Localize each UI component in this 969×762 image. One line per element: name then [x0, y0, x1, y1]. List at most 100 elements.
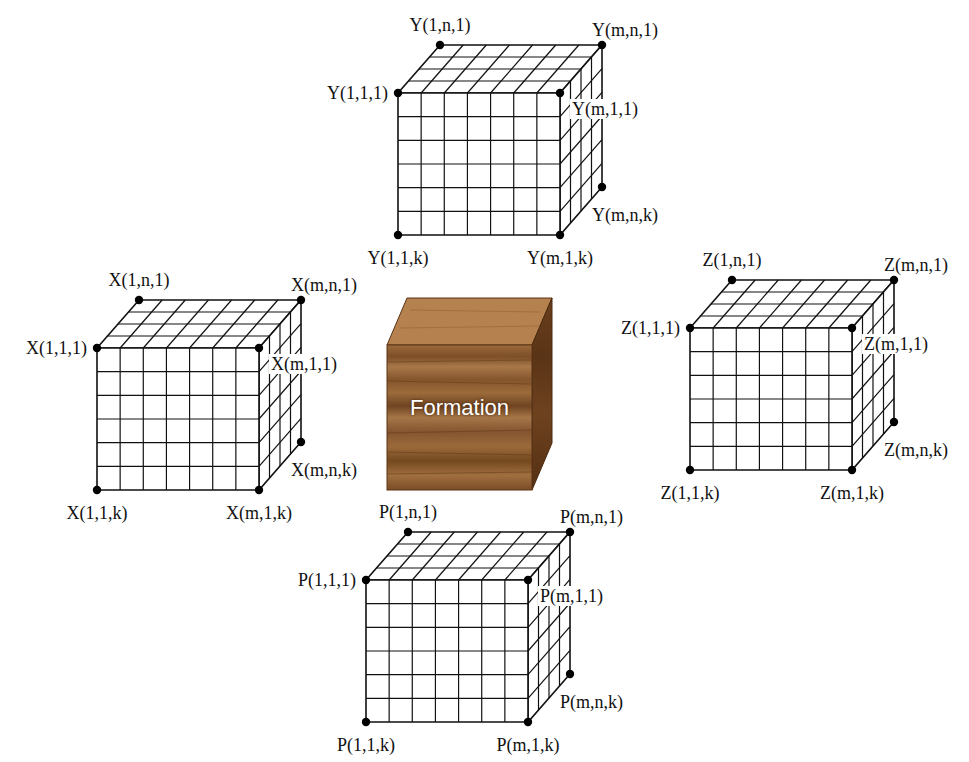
corner-label: Y(1,1,k)	[366, 248, 431, 268]
grid-line	[560, 140, 602, 188]
wood-grain	[387, 310, 540, 474]
grid-line	[398, 187, 560, 188]
grid-line	[690, 375, 852, 376]
corner-label: Y(1,n,1)	[408, 15, 473, 35]
grid-line	[701, 315, 863, 316]
corner-label: P(1,n,1)	[377, 502, 439, 522]
corner-dot	[598, 183, 606, 191]
grid-line	[711, 303, 873, 304]
corner-label: X(1,1,1)	[24, 338, 89, 358]
grid-line	[398, 543, 560, 544]
grid-line	[722, 291, 884, 292]
corner-dot	[93, 486, 101, 494]
corner-dot	[728, 276, 736, 284]
grid-line	[398, 140, 560, 141]
formation-block	[387, 298, 552, 490]
grid-line	[129, 311, 291, 312]
corner-dot	[255, 486, 263, 494]
corner-label: Y(1,1,1)	[325, 83, 390, 103]
corner-dot	[686, 466, 694, 474]
corner-label: X(m,n,1)	[289, 275, 359, 295]
corner-label: P(m,1,k)	[495, 735, 562, 755]
corner-dot	[890, 418, 898, 426]
grid-line	[366, 650, 528, 651]
grid-line	[398, 116, 560, 117]
grid-cube	[362, 528, 574, 726]
corner-dot	[255, 344, 263, 352]
grid-line	[419, 68, 581, 69]
grid-line	[852, 351, 894, 399]
formation-box: Formation	[387, 345, 532, 490]
corner-label: X(m,n,k)	[289, 460, 359, 480]
grid-line	[690, 422, 852, 423]
grid-line	[97, 442, 259, 443]
corner-dot	[890, 276, 898, 284]
grid-line	[97, 418, 259, 419]
corner-label: Z(1,1,1)	[619, 318, 682, 338]
corner-dot	[566, 670, 574, 678]
grid-line	[97, 466, 259, 467]
grid-cube	[394, 41, 606, 239]
corner-label: Z(m,n,1)	[882, 255, 950, 275]
corner-dot	[598, 41, 606, 49]
grid-line	[409, 80, 571, 81]
corner-label: Z(m,1,k)	[818, 483, 886, 503]
corner-dot	[297, 296, 305, 304]
corner-label: Y(m,n,1)	[590, 20, 660, 40]
corner-label: Z(1,n,1)	[701, 250, 764, 270]
corner-label: P(m,n,1)	[558, 507, 625, 527]
corner-dot	[686, 324, 694, 332]
cube-face	[97, 348, 259, 490]
formation-top	[387, 298, 552, 345]
corner-dot	[556, 89, 564, 97]
corner-dot	[362, 718, 370, 726]
formation-front	[387, 345, 532, 490]
cube-face	[690, 328, 852, 470]
corner-label: X(m,1,1)	[269, 354, 339, 374]
grid-line	[528, 603, 570, 651]
corner-dot	[524, 718, 532, 726]
corner-label: Z(m,1,1)	[862, 334, 930, 354]
grid-line	[118, 323, 280, 324]
corner-label: P(1,1,k)	[335, 735, 397, 755]
corner-label: P(m,1,1)	[538, 586, 605, 606]
corner-dot	[848, 324, 856, 332]
grid-line	[366, 603, 528, 604]
grid-line	[398, 163, 560, 164]
corner-label: X(1,n,1)	[107, 270, 172, 290]
corner-dot	[394, 231, 402, 239]
corner-label: Y(m,1,k)	[525, 248, 595, 268]
grid-line	[852, 375, 894, 423]
corner-dot	[848, 466, 856, 474]
corner-label: P(1,1,1)	[296, 570, 358, 590]
corner-dot	[297, 438, 305, 446]
corner-label: Y(m,n,k)	[590, 205, 660, 225]
cube-face	[366, 580, 528, 722]
grid-line	[259, 395, 301, 443]
corner-dot	[404, 528, 412, 536]
corner-dot	[436, 41, 444, 49]
corner-dot	[566, 528, 574, 536]
corner-dot	[93, 344, 101, 352]
corner-dot	[362, 576, 370, 584]
grid-line	[690, 398, 852, 399]
grid-line	[97, 371, 259, 372]
grid-line	[387, 555, 549, 556]
grid-line	[97, 395, 259, 396]
corner-label: Z(m,n,k)	[882, 440, 950, 460]
grid-line	[366, 627, 528, 628]
corner-dot	[135, 296, 143, 304]
grid-line	[398, 211, 560, 212]
corner-dot	[524, 576, 532, 584]
node-label: Formation	[410, 395, 509, 421]
corner-dot	[394, 89, 402, 97]
grid-line	[690, 446, 852, 447]
formation-side	[532, 298, 552, 490]
grid-line	[366, 698, 528, 699]
grid-line	[528, 627, 570, 675]
grid-line	[366, 674, 528, 675]
grid-line	[108, 335, 270, 336]
grid-cube	[686, 276, 898, 474]
grid-line	[430, 56, 592, 57]
corner-label: X(1,1,k)	[65, 503, 130, 523]
